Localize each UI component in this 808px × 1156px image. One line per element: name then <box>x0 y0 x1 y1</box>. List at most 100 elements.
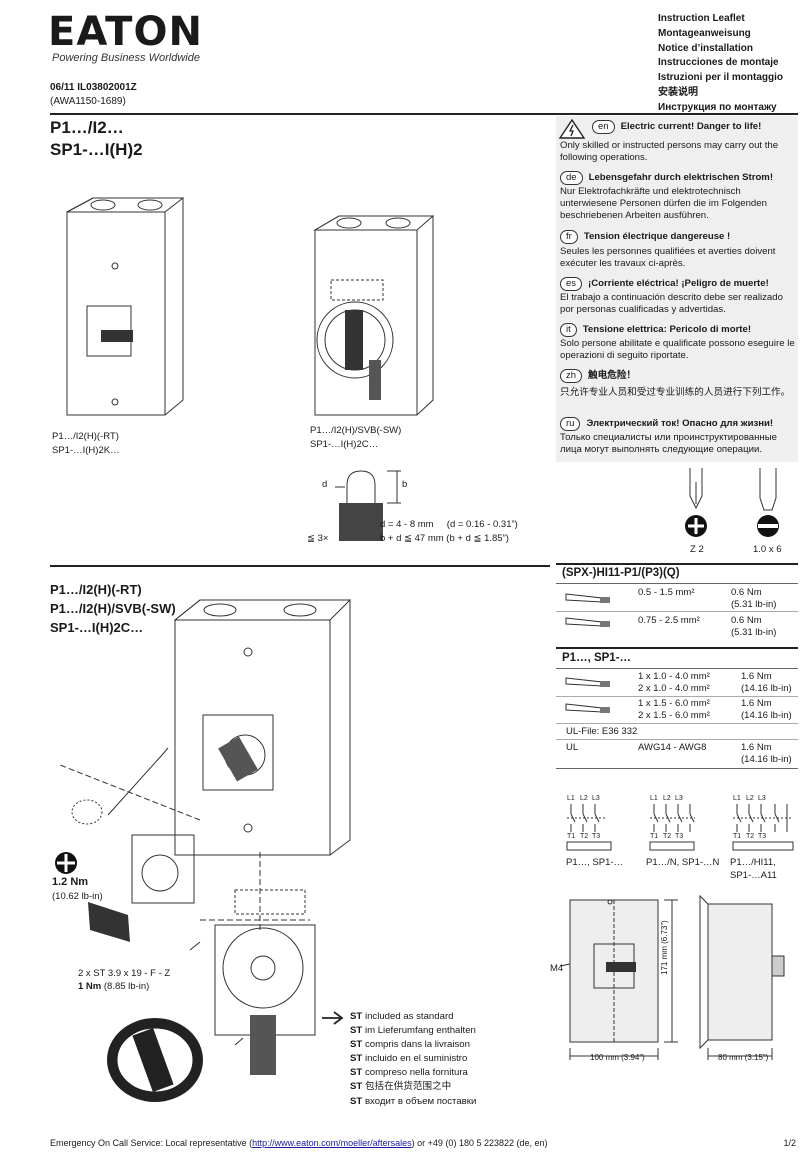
leaflet-title: Инструкция по монтажу <box>658 101 777 113</box>
table-rule <box>556 768 798 769</box>
leaflet-title: Montageanweisung <box>658 27 751 39</box>
table2-size: 1 x 1.5 - 6.0 mm² <box>638 698 710 709</box>
warning-body: El trabajo a continuación descrito debe … <box>560 292 783 316</box>
table-rule <box>556 583 798 584</box>
svg-text:T1: T1 <box>650 833 658 840</box>
table2-rule <box>556 647 798 649</box>
table1-size: 0.75 - 2.5 mm² <box>638 615 700 626</box>
aftersales-link[interactable]: http://www.eaton.com/moeller/aftersales <box>252 1138 412 1148</box>
header-rule <box>50 113 798 115</box>
table2-torque: 1.6 Nm <box>741 671 772 682</box>
leaflet-title: Istruzioni per il montaggio <box>658 72 783 84</box>
main-torque: 1.2 Nm <box>52 876 89 888</box>
circuit-caption-2: P1…/N, SP1-…N <box>646 857 720 868</box>
enclosure-illustration-svb <box>313 215 435 416</box>
tool-pozi-label: Z 2 <box>690 544 704 555</box>
svg-text:T1: T1 <box>733 833 741 840</box>
table-rule <box>556 668 798 669</box>
table2-size: 2 x 1.5 - 6.0 mm² <box>638 710 710 721</box>
leaflet-titles: Instruction Leaflet Montageanweisung Not… <box>658 12 796 116</box>
table2-title: P1…, SP1-… <box>562 652 632 664</box>
assembly-heading-line: P1…/I2(H)(-RT) <box>50 582 142 597</box>
danger-warning-icon <box>558 118 586 139</box>
table1-torque-lb: (5.31 lb-in) <box>731 599 777 610</box>
footer-service-note: Emergency On Call Service: Local represe… <box>50 1138 548 1148</box>
width-dimension: 100 mm (3.94”) <box>590 1053 645 1062</box>
padlock-d-label: d <box>322 479 328 490</box>
depth-dimension: 80 mm (3.15”) <box>718 1053 769 1062</box>
language-badge: zh <box>560 369 583 383</box>
svg-text:T3: T3 <box>675 833 683 840</box>
table-rule <box>556 611 798 612</box>
assembly-heading-line: P1…/I2(H)/SVB(-SW) <box>50 601 176 616</box>
table2-torque-lb: (14.16 lb-in) <box>741 710 792 721</box>
language-badge: es <box>560 277 583 291</box>
product-title-2: SP1-…I(H)2 <box>50 140 143 159</box>
leaflet-title: Instrucciones de montaje <box>658 57 779 69</box>
caption-line: P1…/I2(H)(-RT) <box>52 431 119 442</box>
language-badge: en <box>592 120 615 134</box>
screw-torque-value: 1 Nm <box>78 981 102 992</box>
document-sub-id: (AWA1150-1689) <box>50 96 126 107</box>
screw-torque-lb: (8.85 lb-in) <box>103 981 150 992</box>
svg-text:L3: L3 <box>758 795 766 802</box>
svg-text:L2: L2 <box>663 795 671 802</box>
svg-text:L2: L2 <box>746 795 754 802</box>
table-rule <box>556 723 798 724</box>
table2-size: 2 x 1.0 - 4.0 mm² <box>638 683 710 694</box>
eaton-logo: EATON <box>48 9 203 55</box>
warning-heading: Электрический ток! Опасно для жизни! <box>586 418 774 429</box>
legend-line: ST included as standard <box>350 1011 454 1022</box>
warning-heading: Electric current! Danger to life! <box>620 121 762 132</box>
ul-torque-lb: (14.16 lb-in) <box>741 754 792 765</box>
assembly-heading-line: SP1-…I(H)2C… <box>50 620 144 635</box>
svg-text:L3: L3 <box>675 795 683 802</box>
svg-text:L1: L1 <box>733 795 741 802</box>
thread-label: M4 <box>550 963 564 974</box>
warning-de: de Lebensgefahr durch elektrischen Strom! <box>560 171 796 185</box>
table1-torque: 0.6 Nm <box>731 587 762 598</box>
warning-heading: Tension électrique dangereuse ! <box>583 231 731 242</box>
svg-text:T2: T2 <box>580 833 588 840</box>
brand-tagline: Powering Business Worldwide <box>52 52 200 64</box>
warning-en: en Electric current! Danger to life! <box>592 120 796 134</box>
padlock-spec-2: b + d ≦ 47 mm (b + d ≦ 1.85”) <box>380 533 509 544</box>
table2-size: 1 x 1.0 - 4.0 mm² <box>638 671 710 682</box>
ul-file: UL-File: E36 332 <box>566 726 638 737</box>
language-badge: de <box>560 171 583 185</box>
document-id: 06/11 IL03802001Z <box>50 82 137 93</box>
table2-torque-lb: (14.16 lb-in) <box>741 683 792 694</box>
ferrule-icons <box>565 593 610 627</box>
screw-torque: 1 Nm (8.85 lb-in) <box>78 980 149 994</box>
main-torque-lb: (10.62 lb-in) <box>52 891 103 902</box>
language-badge: fr <box>560 230 578 244</box>
svg-text:T3: T3 <box>758 833 766 840</box>
warning-body: Nur Elektrofachkräfte und elektrotechnis… <box>560 186 767 222</box>
legend-line: ST compris dans la livraison <box>350 1039 470 1051</box>
legend-line: ST compreso nella fornitura <box>350 1067 468 1079</box>
figure-caption-svb: P1…/I2(H)/SVB(-SW) SP1-…I(H)2C… <box>310 424 401 452</box>
svg-text:T2: T2 <box>663 833 671 840</box>
footer-text: Emergency On Call Service: Local represe… <box>50 1138 253 1148</box>
circuit-caption-1: P1…, SP1-… <box>566 857 624 868</box>
screwdriver-illustrations <box>685 468 779 537</box>
st-legend: ST included as standard ST im Lieferumfa… <box>350 1010 476 1109</box>
padlock-quantity: ≦ 3× <box>307 533 329 544</box>
legend-line: ST входит в объем поставки <box>350 1095 477 1107</box>
section-rule <box>50 565 550 567</box>
language-badge: it <box>560 323 577 337</box>
svg-text:L2: L2 <box>580 795 588 802</box>
warning-heading: Lebensgefahr durch elektrischen Strom! <box>588 172 774 183</box>
table1-torque: 0.6 Nm <box>731 615 762 626</box>
product-title-1: P1…/I2… <box>50 118 124 137</box>
arrow-right-icon <box>322 1011 344 1025</box>
warning-body: Only skilled or instructed persons may c… <box>560 140 779 164</box>
caption-line: P1…/I2(H)/SVB(-SW) <box>310 425 402 436</box>
assembly-heading: P1…/I2(H)(-RT) P1…/I2(H)/SVB(-SW) SP1-…I… <box>50 580 176 637</box>
footer-text: ) or +49 (0) 180 5 223822 (de, en) <box>411 1138 548 1148</box>
circuit-caption-3b: SP1-…A11 <box>730 870 777 881</box>
table1-title: (SPX-)HI11-P1/(P3)(Q) <box>562 567 680 579</box>
legend-line: ST incluido en el suministro <box>350 1053 468 1065</box>
